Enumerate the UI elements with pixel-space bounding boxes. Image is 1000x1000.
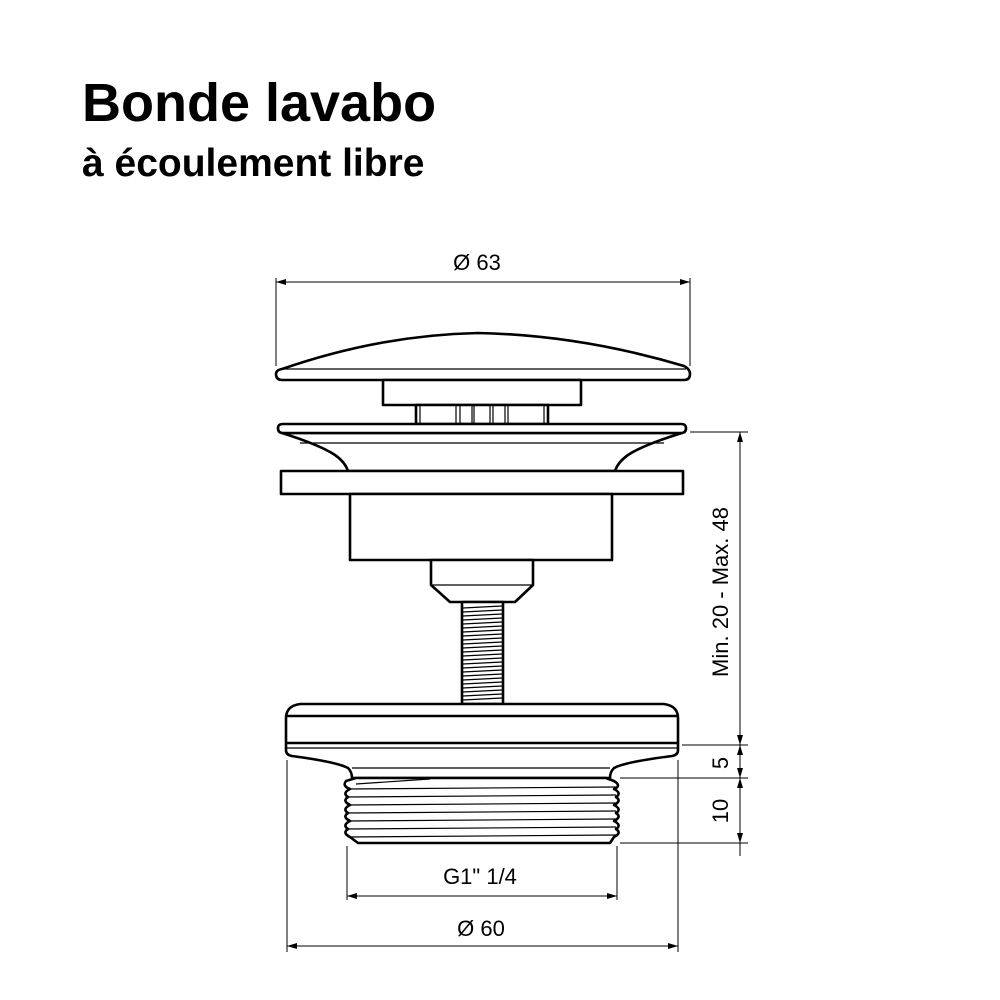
threaded-rod (460, 600, 505, 706)
page-title: Bonde lavabo (82, 73, 437, 133)
svg-text:10: 10 (708, 799, 733, 823)
svg-text:Ø 63: Ø 63 (453, 250, 501, 275)
svg-text:Min. 20 - Max. 48: Min. 20 - Max. 48 (708, 507, 733, 677)
page-subtitle: à écoulement libre (82, 142, 425, 185)
drain-cap (274, 331, 692, 426)
dimension-base-diameter: Ø 60 (286, 760, 679, 952)
svg-text:Ø 60: Ø 60 (457, 916, 505, 941)
dimension-cap-diameter: Ø 63 (275, 250, 691, 366)
svg-text:G1" 1/4: G1" 1/4 (443, 864, 517, 889)
svg-text:5: 5 (708, 757, 733, 769)
base-flange (284, 702, 680, 845)
dimension-thread-size: G1" 1/4 (346, 846, 618, 900)
drain-body (276, 422, 688, 604)
dimension-vertical: Min. 20 - Max. 48 5 10 (620, 431, 748, 856)
